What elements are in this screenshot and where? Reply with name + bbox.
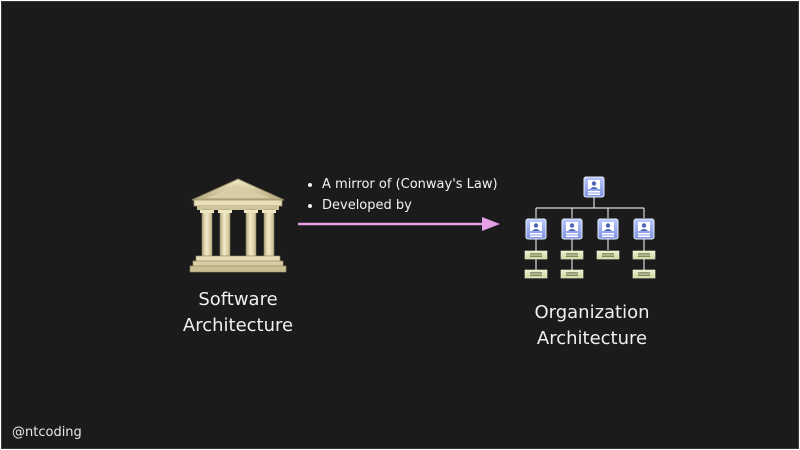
software-architecture-label: Software Architecture (158, 287, 318, 339)
bullet-item: A mirror of (Conway's Law) (304, 174, 498, 195)
software-label-line1: Software (198, 289, 278, 310)
organization-label-line2: Architecture (536, 328, 648, 349)
org-chart-icon (524, 176, 656, 279)
software-label-line2: Architecture (182, 315, 294, 336)
relationship-bullets: A mirror of (Conway's Law) Developed by (304, 174, 498, 216)
arrow (298, 217, 500, 231)
organization-architecture-label: Organization Architecture (500, 300, 684, 352)
classical-building-icon (189, 178, 287, 273)
author-handle: @ntcoding (12, 425, 82, 440)
organization-label-line1: Organization (534, 302, 650, 323)
bullet-item: Developed by (304, 195, 498, 216)
